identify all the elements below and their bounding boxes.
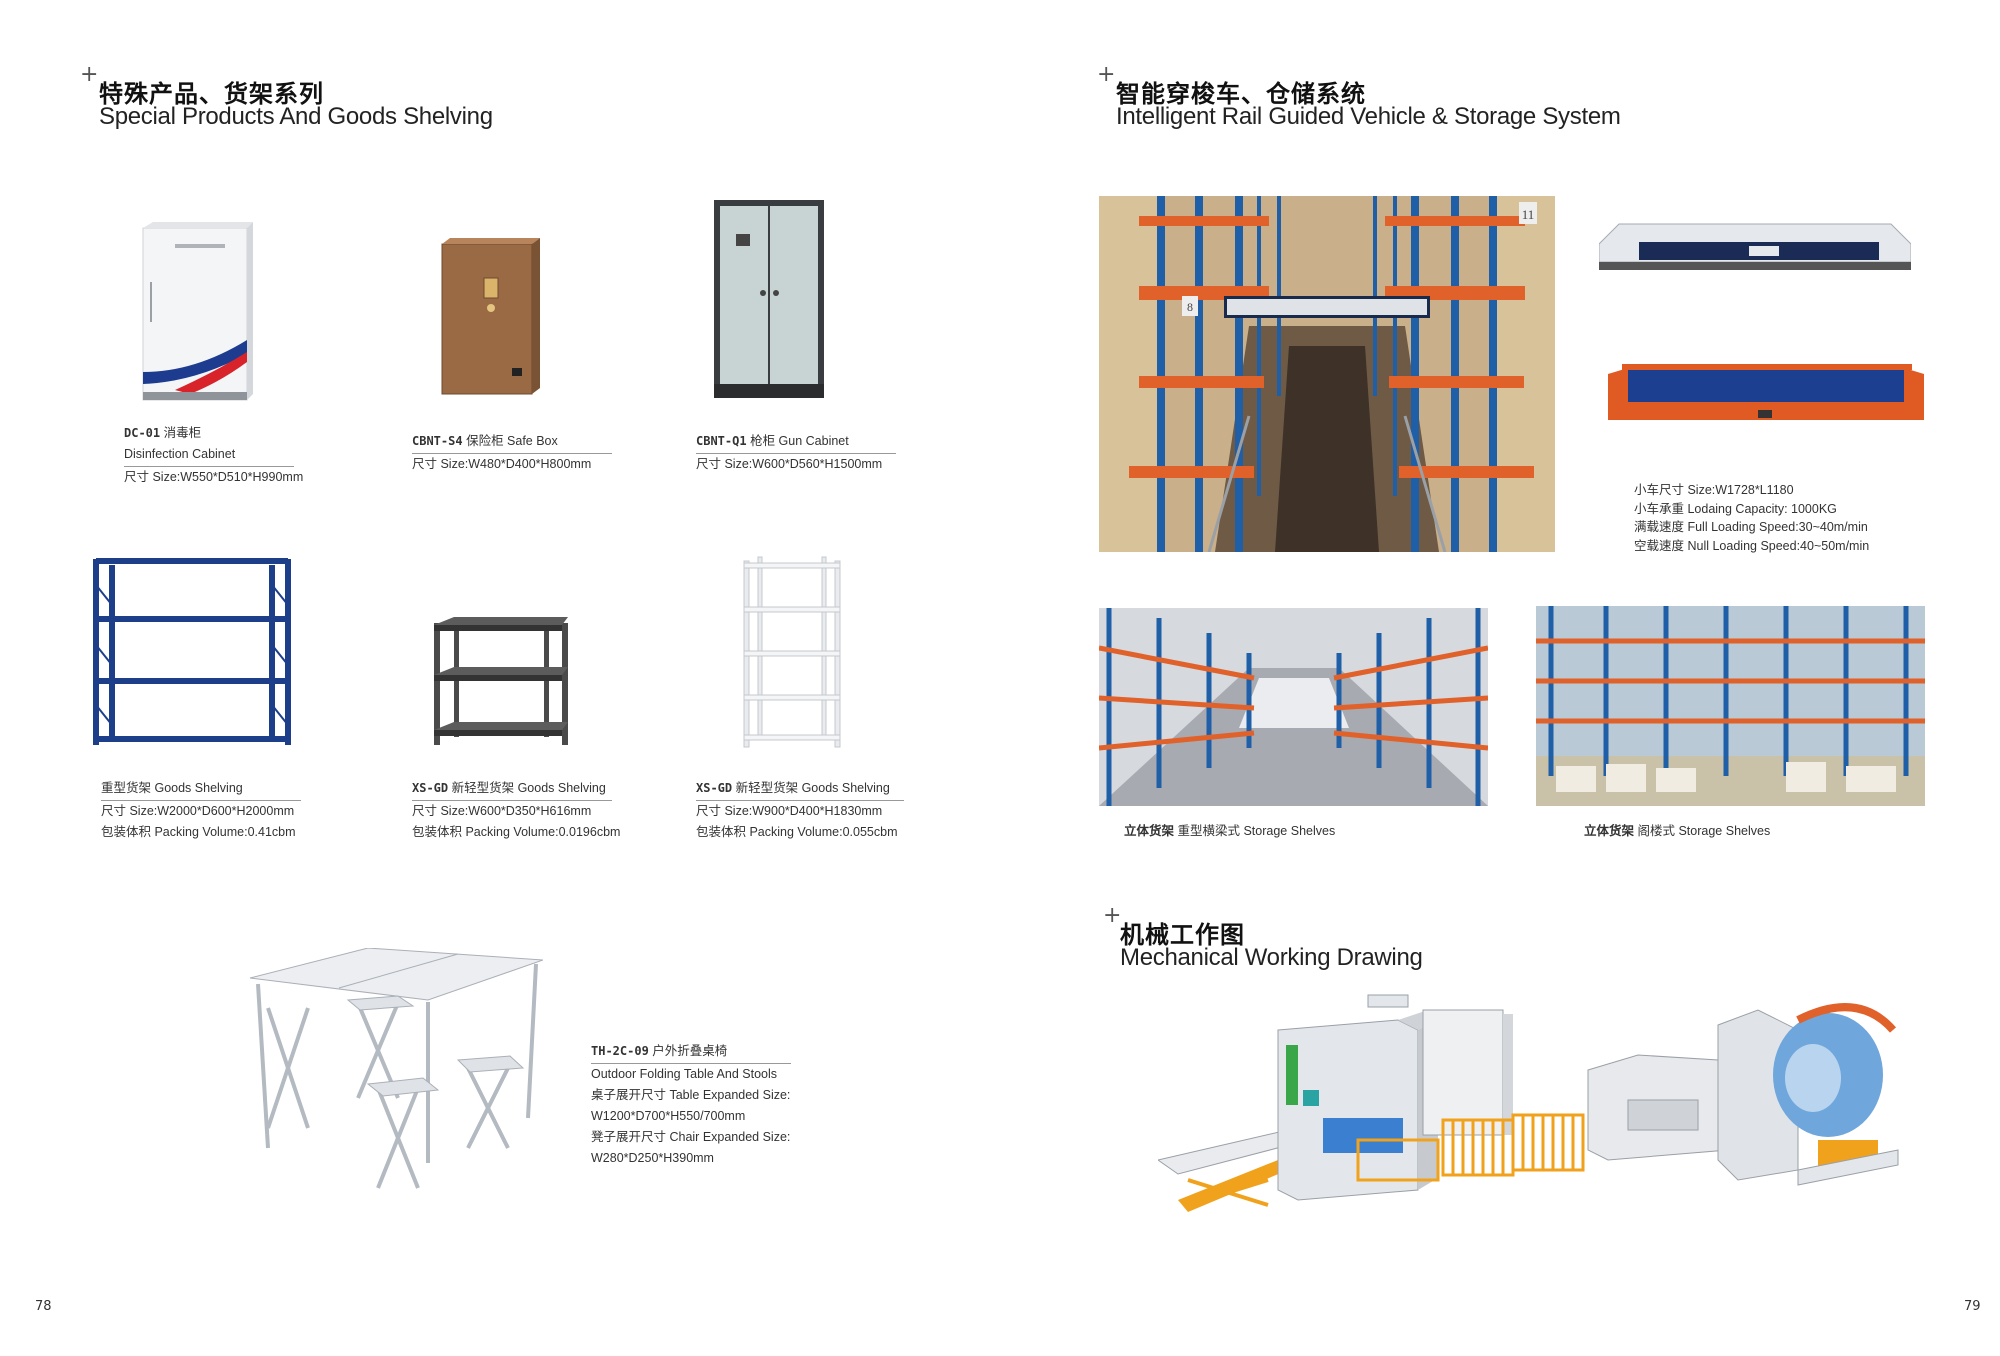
light-goods-shelving-image-dark	[434, 617, 568, 745]
section-title-cn: 特殊产品、货架系列	[99, 80, 324, 108]
section-title-cn: 智能穿梭车、仓储系统	[1116, 80, 1366, 108]
shuttle-rack-photo: 11 8	[1099, 196, 1555, 552]
shuttle-vehicle-image-orange	[1608, 364, 1924, 420]
safe-box-image	[441, 238, 540, 395]
rack-badge: 8	[1187, 300, 1193, 314]
storage-shelves-photo-beam	[1099, 608, 1488, 806]
mechanical-drawing-image	[1158, 994, 1899, 1212]
product-caption-light-shelving-1: XS-GD 新轻型货架 Goods Shelving 尺寸 Size:W600*…	[412, 778, 620, 843]
section-title-en: Intelligent Rail Guided Vehicle & Storag…	[1116, 103, 1621, 130]
storage-shelves-photo-mezzanine	[1536, 606, 1925, 806]
product-caption-safe-box: CBNT-S4 保险柜 Safe Box 尺寸 Size:W480*D400*H…	[412, 431, 612, 475]
plus-mark-icon: +	[1103, 903, 1122, 928]
folding-table-stools-image	[249, 948, 543, 1189]
product-caption-light-shelving-2: XS-GD 新轻型货架 Goods Shelving 尺寸 Size:W900*…	[696, 778, 904, 843]
heavy-goods-shelving-image	[93, 558, 291, 745]
plus-mark-icon: +	[80, 62, 99, 87]
section-title-en: Mechanical Working Drawing	[1120, 944, 1423, 971]
shuttle-specs: 小车尺寸 Size:W1728*L1180 小车承重 Lodaing Capac…	[1634, 483, 1870, 553]
product-caption-dc01: DC-01 消毒柜 Disinfection Cabinet 尺寸 Size:W…	[124, 426, 304, 484]
gun-cabinet-image	[714, 200, 824, 398]
storage-caption-mezzanine: 立体货架 阁楼式 Storage Shelves	[1584, 824, 1771, 838]
page-number-right: 79	[1964, 1299, 1981, 1314]
section-title-en: Special Products And Goods Shelving	[99, 103, 493, 130]
plus-mark-icon: +	[1097, 62, 1116, 87]
product-caption-heavy-shelving: 重型货架 Goods Shelving 尺寸 Size:W2000*D600*H…	[101, 778, 301, 843]
product-caption-gun-cabinet: CBNT-Q1 枪柜 Gun Cabinet 尺寸 Size:W600*D560…	[696, 431, 896, 475]
shuttle-vehicle-image-top	[1599, 223, 1911, 270]
product-caption-folding-table: TH-2C-09 户外折叠桌椅 Outdoor Folding Table An…	[591, 1041, 791, 1169]
section-title-cn: 机械工作图	[1120, 921, 1245, 949]
storage-caption-beam: 立体货架 重型横梁式 Storage Shelves	[1124, 824, 1336, 838]
rack-badge: 11	[1522, 207, 1535, 222]
disinfection-cabinet-image	[142, 222, 253, 401]
light-goods-shelving-image-white	[743, 556, 841, 748]
page-number-left: 78	[35, 1299, 52, 1314]
